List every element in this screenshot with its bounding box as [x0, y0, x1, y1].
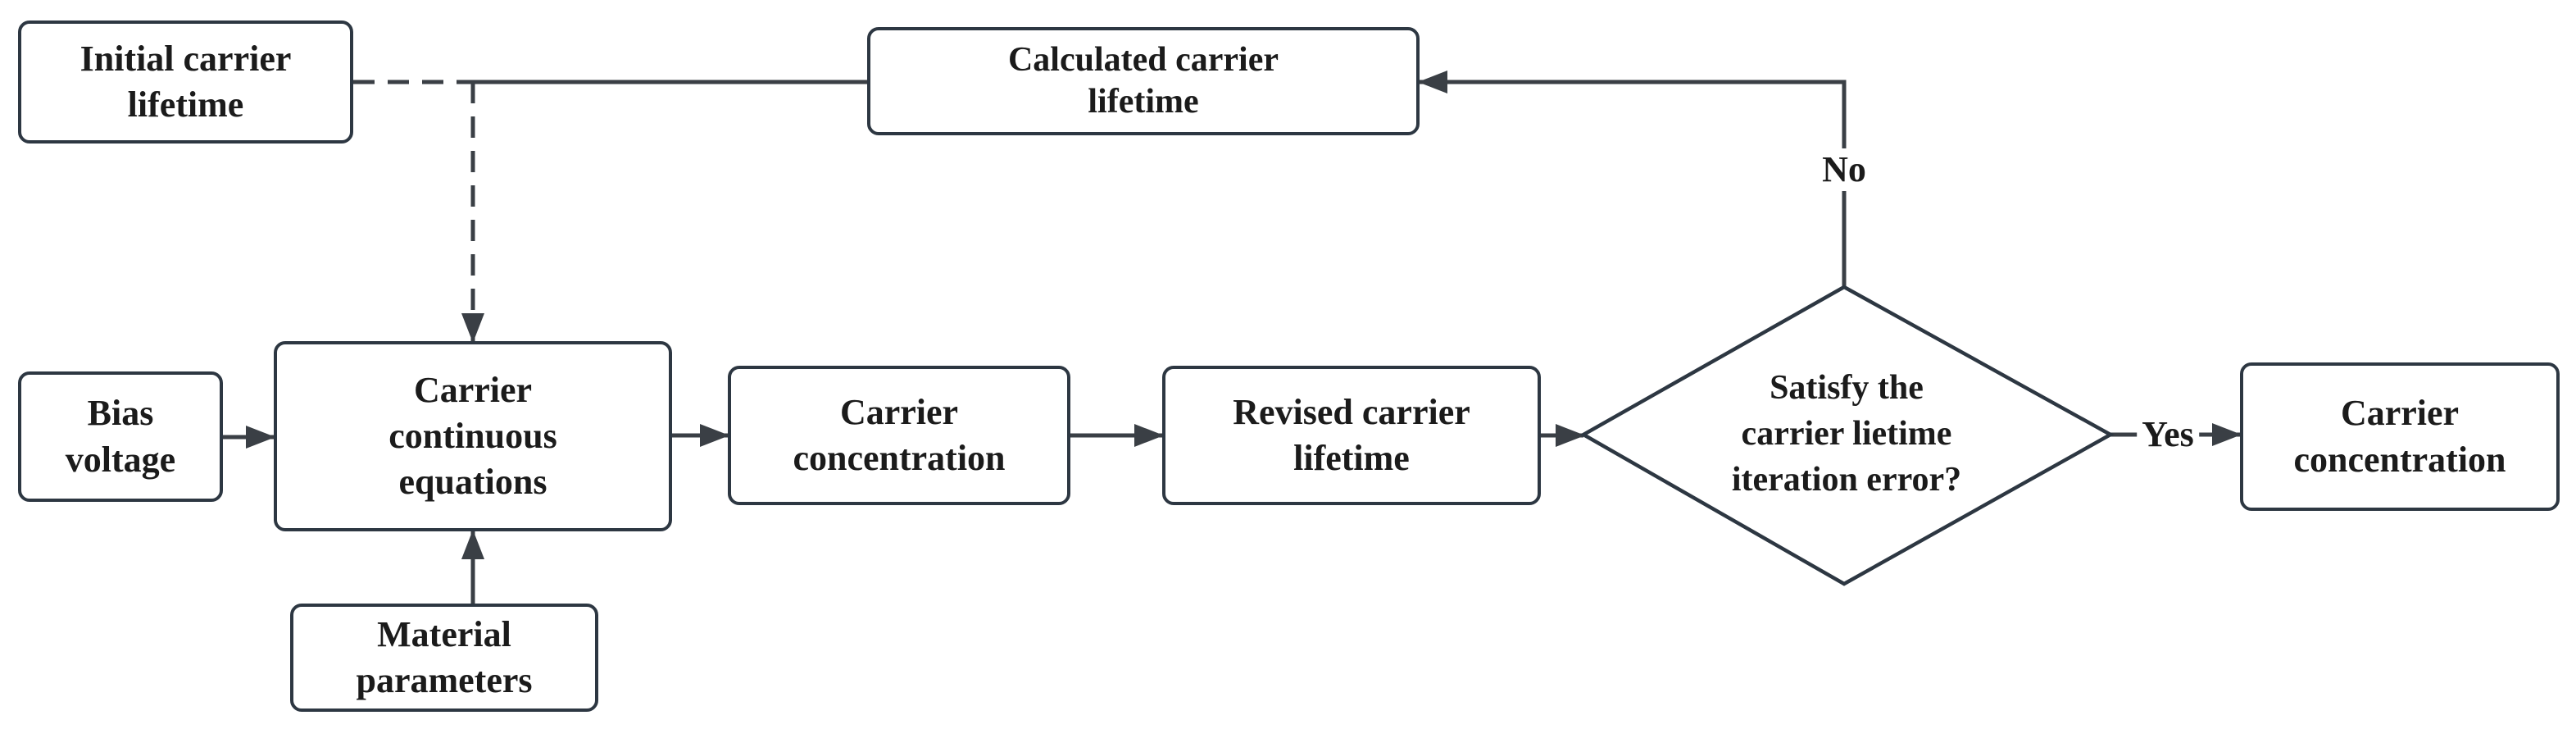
node-label-line: concentration — [793, 438, 1006, 478]
node-label-line: Carrier — [413, 369, 533, 410]
node-label-line: Carrier — [839, 391, 959, 432]
node-label-line: lifetime — [1293, 438, 1410, 478]
node-label-line: concentration — [2293, 439, 2506, 480]
edge-label-no: No — [1817, 148, 1871, 191]
connector-decision-no-to-calculated — [1418, 71, 1847, 287]
node-calculated-carrier-lifetime: Calculated carrier lifetime — [867, 27, 1420, 135]
node-label-line: Calculated carrier — [1007, 40, 1279, 79]
node-label-line: voltage — [65, 439, 176, 480]
node-carrier-continuous-equations: Carrier continuous equations — [274, 341, 672, 531]
node-label-line: Bias — [87, 393, 154, 434]
node-revised-carrier-lifetime: Revised carrier lifetime — [1162, 366, 1541, 505]
decision-diamond-shape — [1579, 285, 2115, 586]
node-label-line: equations — [398, 462, 547, 503]
node-carrier-concentration-out: Carrier concentration — [2240, 362, 2560, 511]
node-label-line: Revised carrier — [1233, 391, 1470, 432]
node-label-line: Satisfy the — [1770, 369, 1924, 408]
node-label-line: Carrier — [2340, 393, 2460, 434]
node-material-parameters: Material parameters — [290, 604, 598, 712]
node-label-line: continuous — [388, 415, 557, 456]
node-carrier-concentration-mid: Carrier concentration — [728, 366, 1070, 505]
decision-diamond-label: Satisfy the carrier lietime iteration er… — [1633, 361, 2060, 508]
node-label-line: Initial carrier — [80, 38, 292, 79]
node-label-line: Material — [377, 613, 511, 654]
edge-label-yes: Yes — [2137, 413, 2199, 456]
node-label-line: iteration error? — [1731, 460, 1962, 499]
node-bias-voltage: Bias voltage — [18, 371, 223, 502]
node-label-line: lifetime — [127, 84, 244, 125]
node-label-line: parameters — [356, 660, 533, 700]
node-label-line: lifetime — [1088, 83, 1199, 121]
node-label-line: carrier lietime — [1741, 415, 1952, 453]
node-initial-carrier-lifetime: Initial carrier lifetime — [18, 21, 353, 144]
